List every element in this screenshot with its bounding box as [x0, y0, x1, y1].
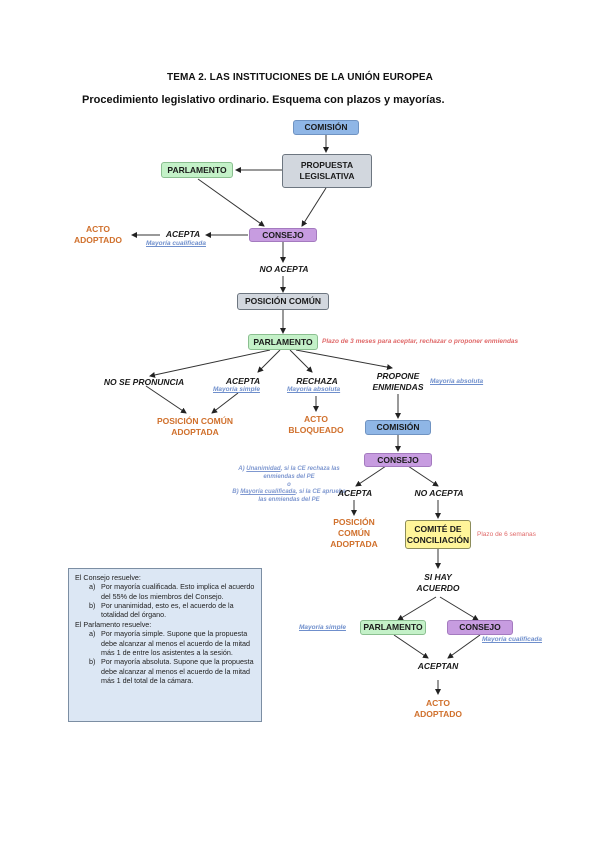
- consejo-item: a)Por mayoría cualificada. Esto implica …: [89, 582, 255, 601]
- result-acto-bloqueado: ACTO BLOQUEADO: [288, 414, 344, 436]
- arrow-nosepronuncia-adoptada: [145, 385, 187, 414]
- arrow-consejo-noacepta3: [407, 465, 439, 487]
- consejo-heading: El Consejo resuelve:: [75, 573, 141, 582]
- arrow-parlamento-rechaza: [289, 349, 313, 373]
- parlamento-item: a)Por mayoría simple. Supone que la prop…: [89, 629, 251, 657]
- parlamento-item: b)Por mayoría absoluta. Supone que la pr…: [89, 657, 254, 685]
- label-aceptan: ACEPTAN: [417, 661, 459, 671]
- majority-cualificada: Mayoría cualificada: [146, 240, 206, 247]
- label-acepta-3: ACEPTA: [337, 488, 373, 498]
- label-acepta: ACEPTA: [165, 229, 201, 239]
- arrow-propuesta-consejo: [301, 187, 327, 227]
- label-propone-enmiendas: PROPONE ENMIENDAS: [372, 371, 424, 392]
- result-posicion-comun-adoptada-2: POSICIÓN COMÚN ADOPTADA: [330, 517, 378, 550]
- parlamento-heading: El Parlamento resuelve:: [75, 619, 152, 629]
- node-posicion-comun: POSICIÓN COMÚN: [237, 293, 329, 310]
- arrow-parlamento-propone: [295, 349, 393, 371]
- node-parlamento: PARLAMENTO: [161, 162, 233, 178]
- result-acto-adoptado: ACTO ADOPTADO: [73, 224, 122, 246]
- label-no-se-pronuncia: NO SE PRONUNCIA: [103, 377, 185, 387]
- arrow-sihay-parlamento: [397, 596, 437, 621]
- arrow-parlamento-consejo: [197, 178, 265, 227]
- majority-absoluta: Mayoría absoluta: [287, 386, 341, 393]
- arrow-consejo-acepta3: [355, 465, 387, 487]
- majority-simple: Mayoría simple: [213, 386, 260, 393]
- arrow-consejo-aceptan: [447, 634, 481, 659]
- arrow-acepta-adoptada: [211, 392, 239, 414]
- label-no-acepta-2: NO ACEPTA: [414, 488, 464, 498]
- arrow-sihay-consejo: [439, 596, 479, 621]
- deadline-6-weeks: Plazo de 6 semanas: [477, 531, 536, 538]
- majority-absoluta-2: Mayoría absoluta: [430, 378, 484, 385]
- node-consejo-2: CONSEJO: [364, 453, 432, 467]
- majorities-info-box: El Consejo resuelve: a)Por mayoría cuali…: [68, 568, 262, 722]
- node-comision-2: COMISIÓN: [365, 420, 431, 435]
- node-comision: COMISIÓN: [293, 120, 359, 135]
- deadline-3-months: Plazo de 3 meses para aceptar, rechazar …: [322, 338, 519, 345]
- label-acepta-2: ACEPTA: [225, 376, 261, 386]
- majority-simple-2: Mayoría simple: [299, 624, 346, 631]
- node-comite-conciliacion: COMITÉ DE CONCILIACIÓN: [405, 520, 471, 549]
- label-rechaza: RECHAZA: [296, 376, 338, 386]
- arrow-parlamento-aceptan: [393, 634, 429, 659]
- result-posicion-comun-adoptada: POSICIÓN COMÚN ADOPTADA: [156, 416, 234, 438]
- consejo-item: b)Por unanimidad, esto es, el acuerdo de…: [89, 601, 234, 620]
- document-title: TEMA 2. LAS INSTITUCIONES DE LA UNIÓN EU…: [167, 72, 433, 83]
- label-si-hay-acuerdo: SI HAY ACUERDO: [416, 572, 460, 593]
- consejo-voting-note: A) Unanimidad, si la CE rechaza las enmi…: [232, 466, 346, 504]
- majority-cualificada-2: Mayoría cualificada: [482, 636, 542, 643]
- node-parlamento-3: PARLAMENTO: [360, 620, 426, 635]
- arrow-parlamento-nosepronuncia: [149, 349, 271, 378]
- node-propuesta-legislativa: PROPUESTA LEGISLATIVA: [282, 154, 372, 188]
- node-parlamento-2: PARLAMENTO: [248, 334, 318, 350]
- document-subtitle: Procedimiento legislativo ordinario. Esq…: [82, 94, 445, 106]
- result-acto-adoptado-2: ACTO ADOPTADO: [413, 698, 462, 720]
- arrow-parlamento-acepta: [257, 349, 281, 373]
- node-consejo-3: CONSEJO: [447, 620, 513, 635]
- label-no-acepta: NO ACEPTA: [259, 264, 309, 274]
- node-consejo: CONSEJO: [249, 228, 317, 242]
